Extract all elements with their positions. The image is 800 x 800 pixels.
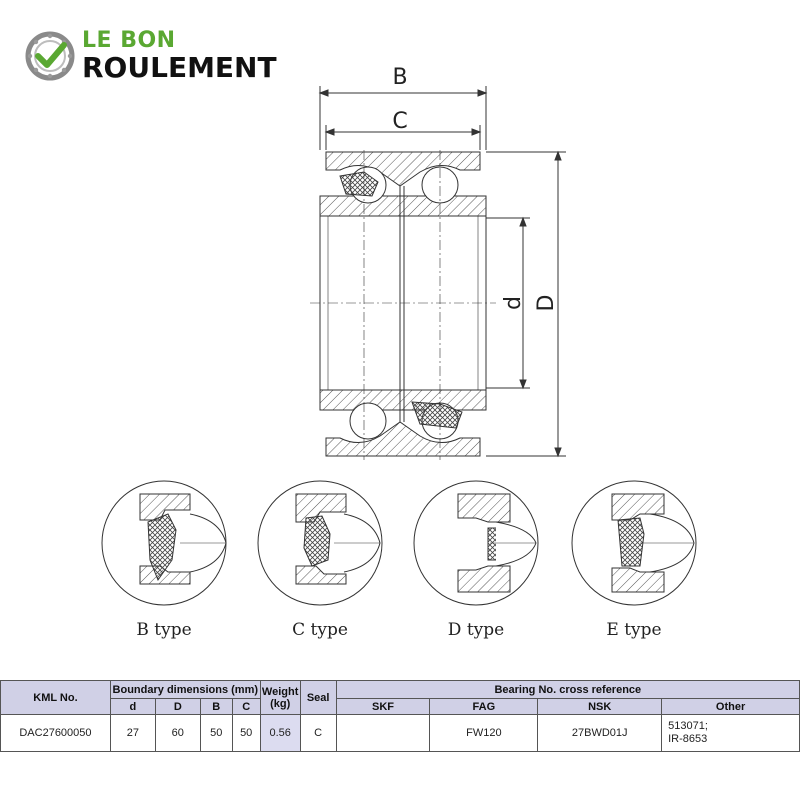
bearing-drawing: B C: [101, 65, 697, 606]
dimension-C: [324, 125, 482, 150]
dimension-B-label: B: [392, 65, 407, 90]
header-kml: KML No.: [0, 680, 111, 715]
cell-C: 50: [231, 714, 261, 752]
table-row: DAC27600050 27 60 50 50 0.56 C FW120 27B…: [0, 714, 800, 752]
label-e-type: E type: [606, 620, 662, 640]
header-B: B: [199, 698, 233, 715]
label-c-type: C type: [292, 620, 348, 640]
cell-B: 50: [199, 714, 233, 752]
cell-d: 27: [109, 714, 156, 752]
dimension-d-label: d: [501, 296, 526, 310]
dimension-D: [486, 150, 566, 458]
cell-skf: [335, 714, 431, 752]
header-d: d: [109, 698, 156, 715]
cell-weight: 0.56: [259, 714, 301, 752]
dimension-D-label: D: [534, 295, 559, 312]
logo-line1: LE BON: [82, 28, 176, 53]
header-fag: FAG: [429, 698, 539, 715]
dimension-C-label: C: [392, 109, 407, 134]
header-weight: Weight (kg): [259, 680, 301, 715]
detail-b-type: [101, 480, 227, 606]
header-seal: Seal: [299, 680, 337, 715]
header-D: D: [154, 698, 201, 715]
cell-other: 513071; IR-8653: [661, 714, 800, 752]
cell-nsk: 27BWD01J: [537, 714, 663, 752]
cell-fag: FW120: [429, 714, 539, 752]
logo-line2: ROULEMENT: [82, 51, 277, 84]
checkmark-bearing-icon: [25, 31, 75, 81]
cell-kml: DAC27600050: [0, 714, 111, 752]
cell-other-line1: 513071;: [668, 720, 708, 732]
spec-table: KML No. Boundary dimensions (mm) Weight …: [0, 680, 800, 752]
header-crossref: Bearing No. cross reference: [335, 680, 800, 699]
bearing-section: [310, 150, 496, 460]
brand-logo: LE BON ROULEMENT: [24, 28, 304, 88]
cell-seal: C: [299, 714, 337, 752]
header-skf: SKF: [335, 698, 431, 715]
header-other: Other: [661, 698, 800, 715]
cell-other-line2: IR-8653: [668, 733, 708, 745]
detail-d-type: [413, 480, 539, 606]
label-d-type: D type: [447, 620, 505, 640]
label-b-type: B type: [136, 620, 192, 640]
dimension-d: [486, 216, 530, 390]
header-C: C: [231, 698, 261, 715]
header-nsk: NSK: [537, 698, 663, 715]
detail-c-type: [257, 480, 383, 606]
detail-e-type: [571, 480, 697, 606]
header-boundary: Boundary dimensions (mm): [109, 680, 261, 699]
dimension-B: [318, 86, 488, 150]
cell-D: 60: [154, 714, 201, 752]
